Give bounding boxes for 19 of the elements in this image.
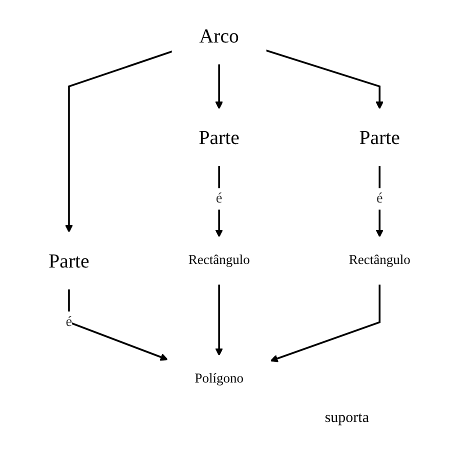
arrow xyxy=(65,50,173,233)
node-text: Parte xyxy=(198,126,240,149)
arrow xyxy=(215,64,224,110)
node-text: Parte xyxy=(48,249,90,272)
node-text: Polígono xyxy=(194,372,244,386)
node-text: Arco xyxy=(199,24,239,47)
node-text: Rectângulo xyxy=(348,253,410,268)
edge-label: é xyxy=(376,190,383,206)
arrow xyxy=(270,284,380,362)
note-text: suporta xyxy=(324,410,369,427)
edge-label: é xyxy=(216,190,222,206)
arrow xyxy=(68,288,168,361)
edge-label: é xyxy=(66,314,72,330)
node-text: Rectângulo xyxy=(188,253,250,268)
arrow xyxy=(215,284,224,356)
arrow xyxy=(266,50,384,110)
node-text: Parte xyxy=(359,126,400,149)
arrow xyxy=(376,166,384,238)
arrow xyxy=(215,166,224,238)
